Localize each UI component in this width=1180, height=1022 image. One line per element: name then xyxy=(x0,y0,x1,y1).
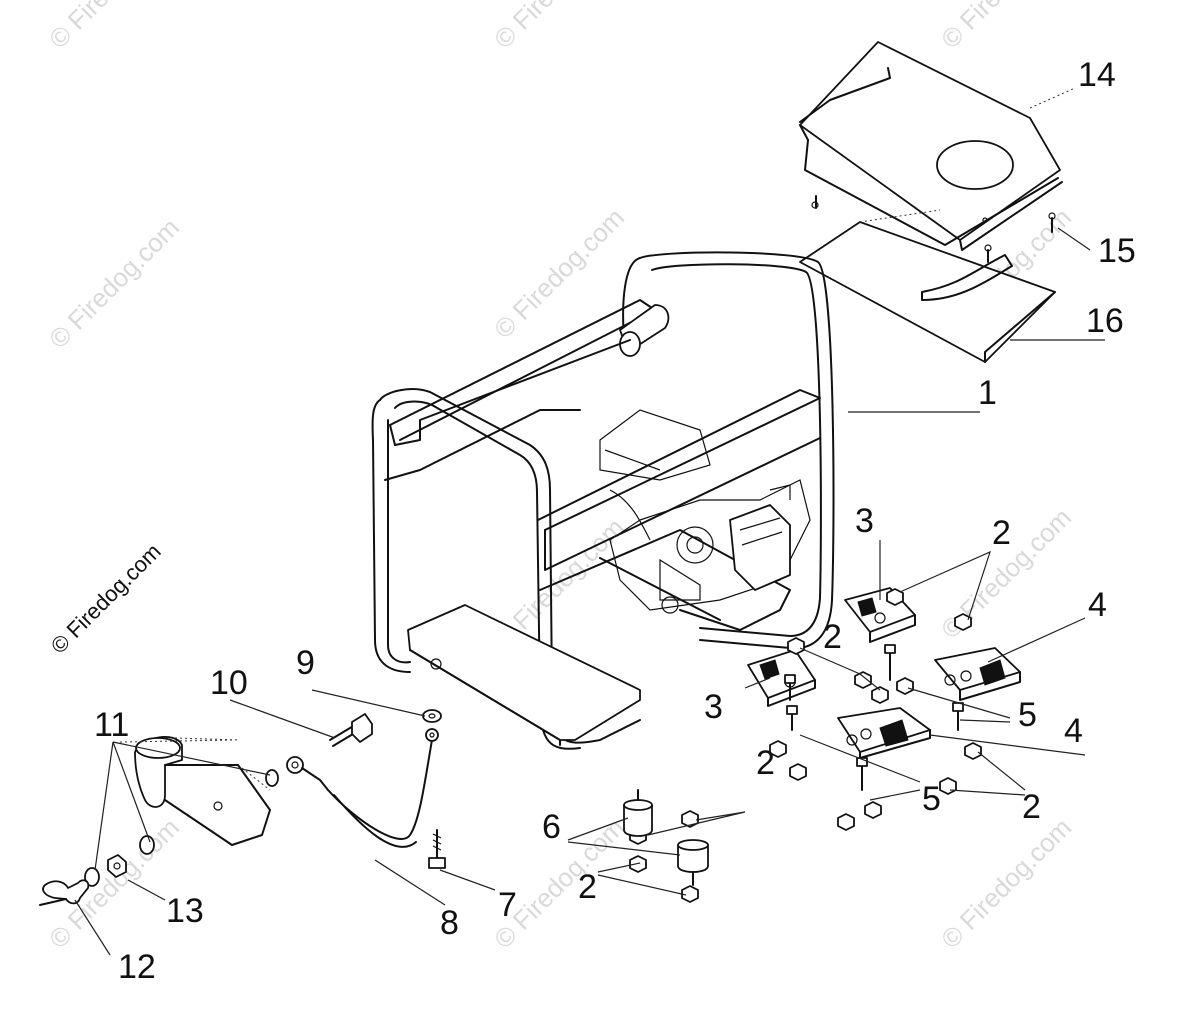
watermark: © Firedog.com xyxy=(43,212,185,354)
part-4-mount-lower xyxy=(837,707,931,759)
part-5-bolts xyxy=(784,644,964,791)
callout-3-upper: 3 xyxy=(855,502,874,540)
callout-2-right: 2 xyxy=(1022,788,1041,826)
watermark: © Firedog.com xyxy=(43,0,185,54)
callout-16: 16 xyxy=(1086,302,1124,340)
callout-9: 9 xyxy=(296,644,315,682)
part-4-mount-upper xyxy=(934,647,1021,701)
callout-11: 11 xyxy=(94,706,129,744)
part-3-mount-bracket-lower xyxy=(747,649,816,707)
callout-4-upper: 4 xyxy=(1088,586,1107,624)
callout-4-lower: 4 xyxy=(1064,712,1083,750)
part-15-screws xyxy=(815,195,1056,263)
callout-10: 10 xyxy=(210,664,248,702)
part-6-rubber-mounts xyxy=(623,789,709,886)
callout-2-mount: 2 xyxy=(756,744,775,782)
watermark: © Firedog.com xyxy=(935,0,1077,54)
callout-2-middle: 2 xyxy=(823,618,842,656)
callout-1: 1 xyxy=(978,374,997,412)
callout-15: 15 xyxy=(1098,232,1136,270)
part-16-insulation-pad xyxy=(799,209,1056,363)
part-8-ground-cable xyxy=(286,728,439,848)
callout-12: 12 xyxy=(118,948,156,986)
callout-2-upper: 2 xyxy=(992,514,1011,552)
part-9-washer xyxy=(422,709,442,723)
part-13-nut xyxy=(107,854,127,878)
callout-8: 8 xyxy=(440,904,459,942)
callout-2-bottom: 2 xyxy=(578,868,597,906)
callout-5-lower: 5 xyxy=(922,780,941,818)
callout-3-lower: 3 xyxy=(704,688,723,726)
callout-7: 7 xyxy=(498,886,517,924)
part-10-bolt xyxy=(329,713,373,747)
callout-13: 13 xyxy=(166,892,204,930)
callout-5-upper: 5 xyxy=(1018,696,1037,734)
callout-numbers: 14 15 16 1 3 2 4 2 3 5 4 5 2 2 6 2 7 8 9… xyxy=(94,56,1136,986)
watermark: © Firedog.com xyxy=(488,0,630,54)
engine xyxy=(599,409,811,614)
leader-lines xyxy=(74,87,1105,956)
watermark: © Firedog.com xyxy=(935,812,1077,954)
part-12-wing-nut xyxy=(39,879,90,906)
watermark: © Firedog.com xyxy=(488,202,630,344)
watermark-large: © Firedog.com xyxy=(46,539,166,659)
part-11-washers xyxy=(84,769,279,887)
callout-14: 14 xyxy=(1078,56,1116,94)
part-1-frame xyxy=(371,251,835,750)
callout-6: 6 xyxy=(542,808,561,846)
part-14-cover-plate xyxy=(799,41,1063,251)
part-7-bolt xyxy=(428,829,446,869)
